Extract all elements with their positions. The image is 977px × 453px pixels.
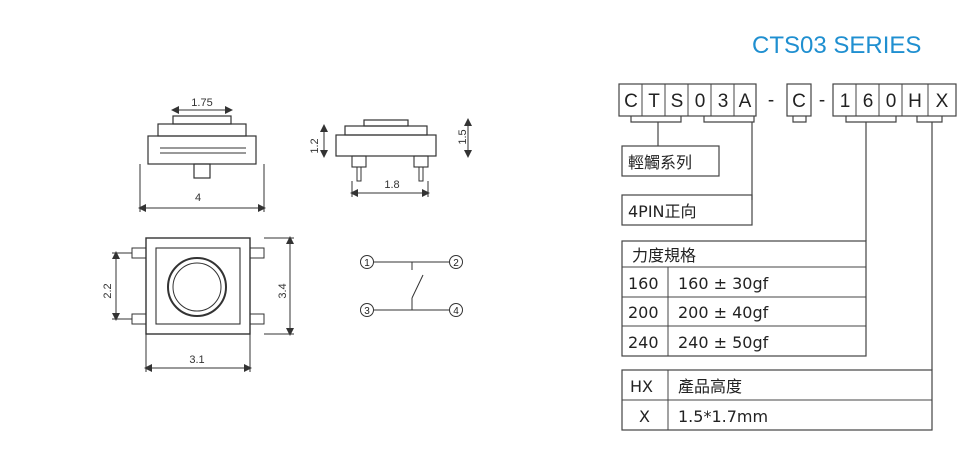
side-view-width-label: 4: [195, 192, 201, 204]
side-view-pin: [193, 163, 211, 179]
front-view-lead-left: [356, 166, 362, 182]
top-view-pin-2: [249, 247, 265, 259]
code-char-3: S: [671, 91, 684, 112]
top-view-inner: [155, 247, 241, 325]
top-view-pin-1: [131, 247, 147, 259]
top-view-button-circle: [167, 257, 227, 317]
connector-c-group: [792, 116, 807, 123]
connector-height-group: [916, 116, 943, 123]
top-view-outer: [145, 237, 251, 335]
pin-3-label: 3: [364, 306, 370, 317]
pin-4-label: 4: [453, 306, 459, 317]
schematic-switch-blade: [411, 274, 424, 299]
front-view-height-large-label: 1.5: [457, 129, 469, 144]
code-char-9: -: [819, 90, 825, 111]
front-view-actuator: [363, 119, 409, 127]
front-view-body: [335, 134, 437, 157]
side-view-top-width-label: 1.75: [191, 97, 212, 109]
switch-schematic: 1 2 3 4: [360, 255, 463, 317]
height-value-1: 1.5*1.7mm: [678, 407, 768, 426]
pin-type-table: 4PIN正向: [621, 194, 753, 226]
force-spec-table: 力度規格 160 160 ± 30gf 200 200 ± 40gf 240 2…: [621, 240, 867, 357]
connector-force-group: [845, 116, 897, 123]
code-char-6: A: [739, 91, 752, 112]
front-view-pin-span-label: 1.8: [384, 179, 399, 191]
code-char-8: C: [792, 91, 806, 112]
force-code-2: 200: [628, 303, 659, 322]
force-code-1: 160: [628, 274, 659, 293]
front-view-height-small-label: 1.2: [309, 138, 321, 153]
pin-2-label: 2: [453, 258, 459, 269]
series-name-text: 輕觸系列: [628, 153, 692, 172]
side-view-cap: [157, 123, 247, 137]
height-header: 產品高度: [678, 377, 742, 396]
code-char-4: 0: [695, 91, 706, 112]
series-name-table: 輕觸系列: [621, 145, 720, 177]
code-char-12: 0: [886, 91, 897, 112]
pin-1-label: 1: [364, 258, 370, 269]
top-view-pin-3: [131, 313, 147, 325]
side-view-body: [147, 135, 257, 165]
code-box-force-height: [832, 83, 957, 117]
code-char-10: 1: [840, 91, 851, 112]
force-value-1: 160 ± 30gf: [678, 274, 769, 293]
top-view-pin-4: [249, 313, 265, 325]
code-box-c: [786, 83, 812, 117]
code-char-2: T: [648, 91, 660, 112]
front-view-pin-left: [351, 155, 367, 168]
height-code-1: X: [639, 407, 650, 426]
series-name-box: [621, 145, 720, 177]
top-view-width-label: 3.1: [189, 354, 204, 366]
connector-name-group: [630, 116, 682, 123]
top-view-pin-span-label: 2.2: [102, 283, 114, 298]
code-char-5: 3: [718, 91, 729, 112]
connector-pin-group: [703, 116, 755, 123]
code-char-7: -: [768, 90, 774, 111]
top-view-button-inner-circle: [172, 262, 222, 312]
side-view-actuator: [172, 115, 232, 125]
front-view-lead-right: [418, 166, 424, 182]
height-spec-table: HX 產品高度 X 1.5*1.7mm: [621, 369, 933, 431]
top-view-height-label: 3.4: [277, 283, 289, 298]
pin-type-box: [621, 194, 753, 226]
top-view-drawing: 2.2 3.4 3.1: [102, 236, 294, 372]
height-code-header: HX: [630, 377, 653, 396]
force-table-frame: [621, 240, 867, 357]
code-char-1: C: [624, 91, 638, 112]
force-code-3: 240: [628, 333, 659, 352]
pin-type-text: 4PIN正向: [628, 202, 697, 221]
side-view-drawing: 4 1.75: [138, 97, 266, 212]
force-value-2: 200 ± 40gf: [678, 303, 769, 322]
force-header: 力度規格: [632, 246, 696, 265]
part-code: C T S 0 3 A - C - 1 6 0 H X: [618, 83, 957, 117]
code-char-11: 6: [863, 91, 874, 112]
code-char-13: H: [908, 91, 922, 112]
front-view-drawing: 1.8 1.2 1.5: [309, 118, 472, 197]
front-view-cap: [344, 125, 428, 136]
series-title: CTS03 SERIES: [752, 32, 921, 59]
front-view-pin-right: [413, 155, 429, 168]
code-char-14: X: [936, 91, 949, 112]
code-connectors: [630, 116, 943, 370]
force-value-3: 240 ± 50gf: [678, 333, 769, 352]
